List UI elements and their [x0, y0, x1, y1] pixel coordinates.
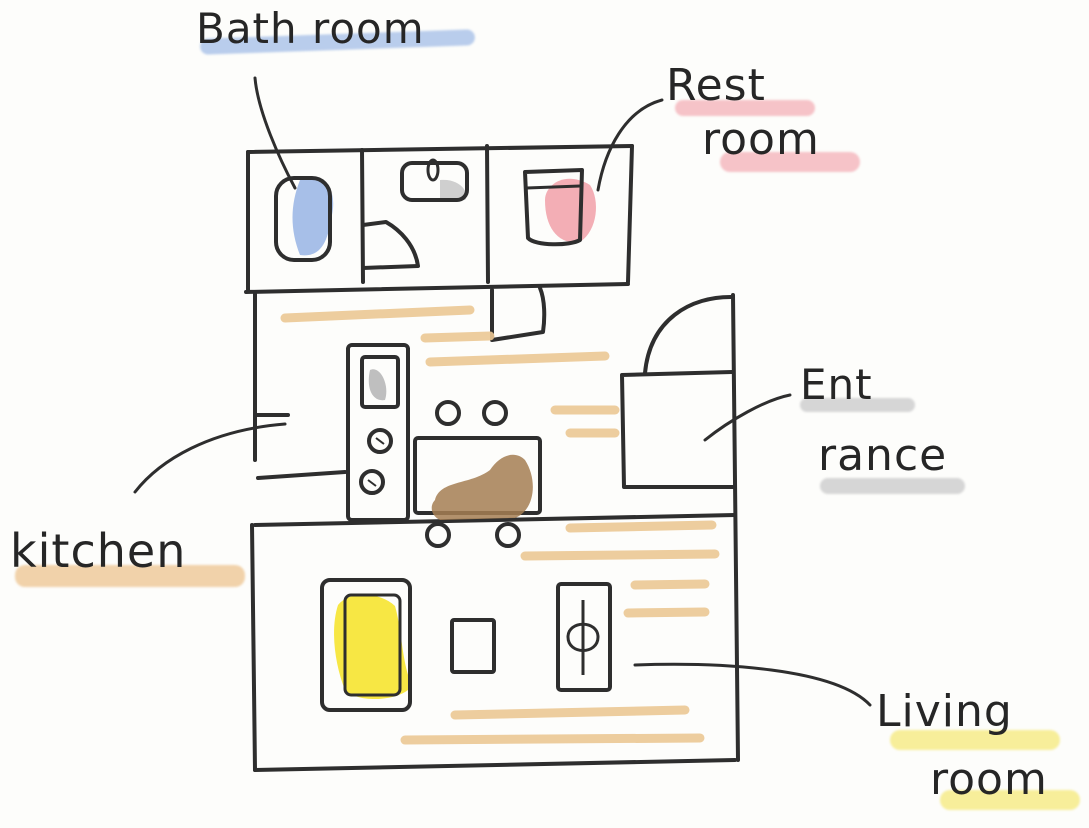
- floor-stroke: [623, 607, 710, 618]
- tv-icon: [556, 582, 612, 692]
- washbasin-icon: [400, 158, 469, 202]
- entrance-label-line1: Ent: [800, 360, 873, 409]
- floor-stroke: [425, 351, 610, 367]
- kitchen-pointer: [133, 422, 287, 494]
- living-room-highlight: [890, 730, 1060, 750]
- floor-stroke: [565, 520, 717, 533]
- living-room-label-line2: room: [930, 754, 1048, 805]
- top-partition-2: [485, 144, 490, 284]
- kitchen-wall: [253, 413, 347, 480]
- rest-room-highlight: [675, 100, 815, 116]
- rest-room-label-line1: Rest: [666, 60, 766, 111]
- bath-room-pointer: [253, 76, 297, 190]
- stove-icon: [346, 343, 410, 522]
- rest-room-highlight-2: [720, 152, 860, 172]
- kitchen-label: kitchen: [10, 524, 187, 578]
- chair-icon: [431, 454, 533, 520]
- bathtub-icon: [274, 176, 334, 262]
- floor-stroke: [520, 549, 720, 561]
- entrance-door: [643, 294, 735, 375]
- kitchen-highlight: [15, 565, 245, 587]
- upper-floor-line: [244, 282, 630, 294]
- coffee-table-icon: [450, 618, 496, 674]
- bath-room-door: [361, 220, 420, 270]
- living-room-pointer: [633, 662, 872, 707]
- top-partition-1: [360, 148, 365, 284]
- entrance-label-line2: rance: [818, 430, 948, 481]
- entrance-pointer: [703, 393, 792, 442]
- entrance-highlight-2: [820, 478, 965, 494]
- floor-stroke: [280, 305, 475, 323]
- entrance-box: [620, 370, 737, 489]
- living-room-label-line1: Living: [876, 686, 1013, 737]
- floor-stroke: [400, 733, 705, 745]
- toilet-icon: [523, 168, 596, 247]
- sofa-icon: [320, 578, 412, 712]
- living-room-highlight-2: [940, 790, 1080, 810]
- left-wall: [250, 290, 257, 772]
- rest-room-label-line2: room: [702, 114, 820, 165]
- rest-room-pointer: [596, 98, 664, 192]
- bottom-wall: [253, 758, 737, 772]
- right-wall: [731, 293, 740, 762]
- bath-room-label: Bath room: [196, 4, 425, 53]
- middle-divider: [253, 513, 737, 527]
- rest-room-door: [490, 286, 547, 342]
- top-wall: [246, 144, 634, 154]
- floor-stroke: [420, 331, 495, 343]
- entrance-highlight: [800, 398, 915, 412]
- floor-stroke: [450, 705, 690, 720]
- floor-stroke: [630, 579, 710, 590]
- right-wall-top: [626, 144, 634, 284]
